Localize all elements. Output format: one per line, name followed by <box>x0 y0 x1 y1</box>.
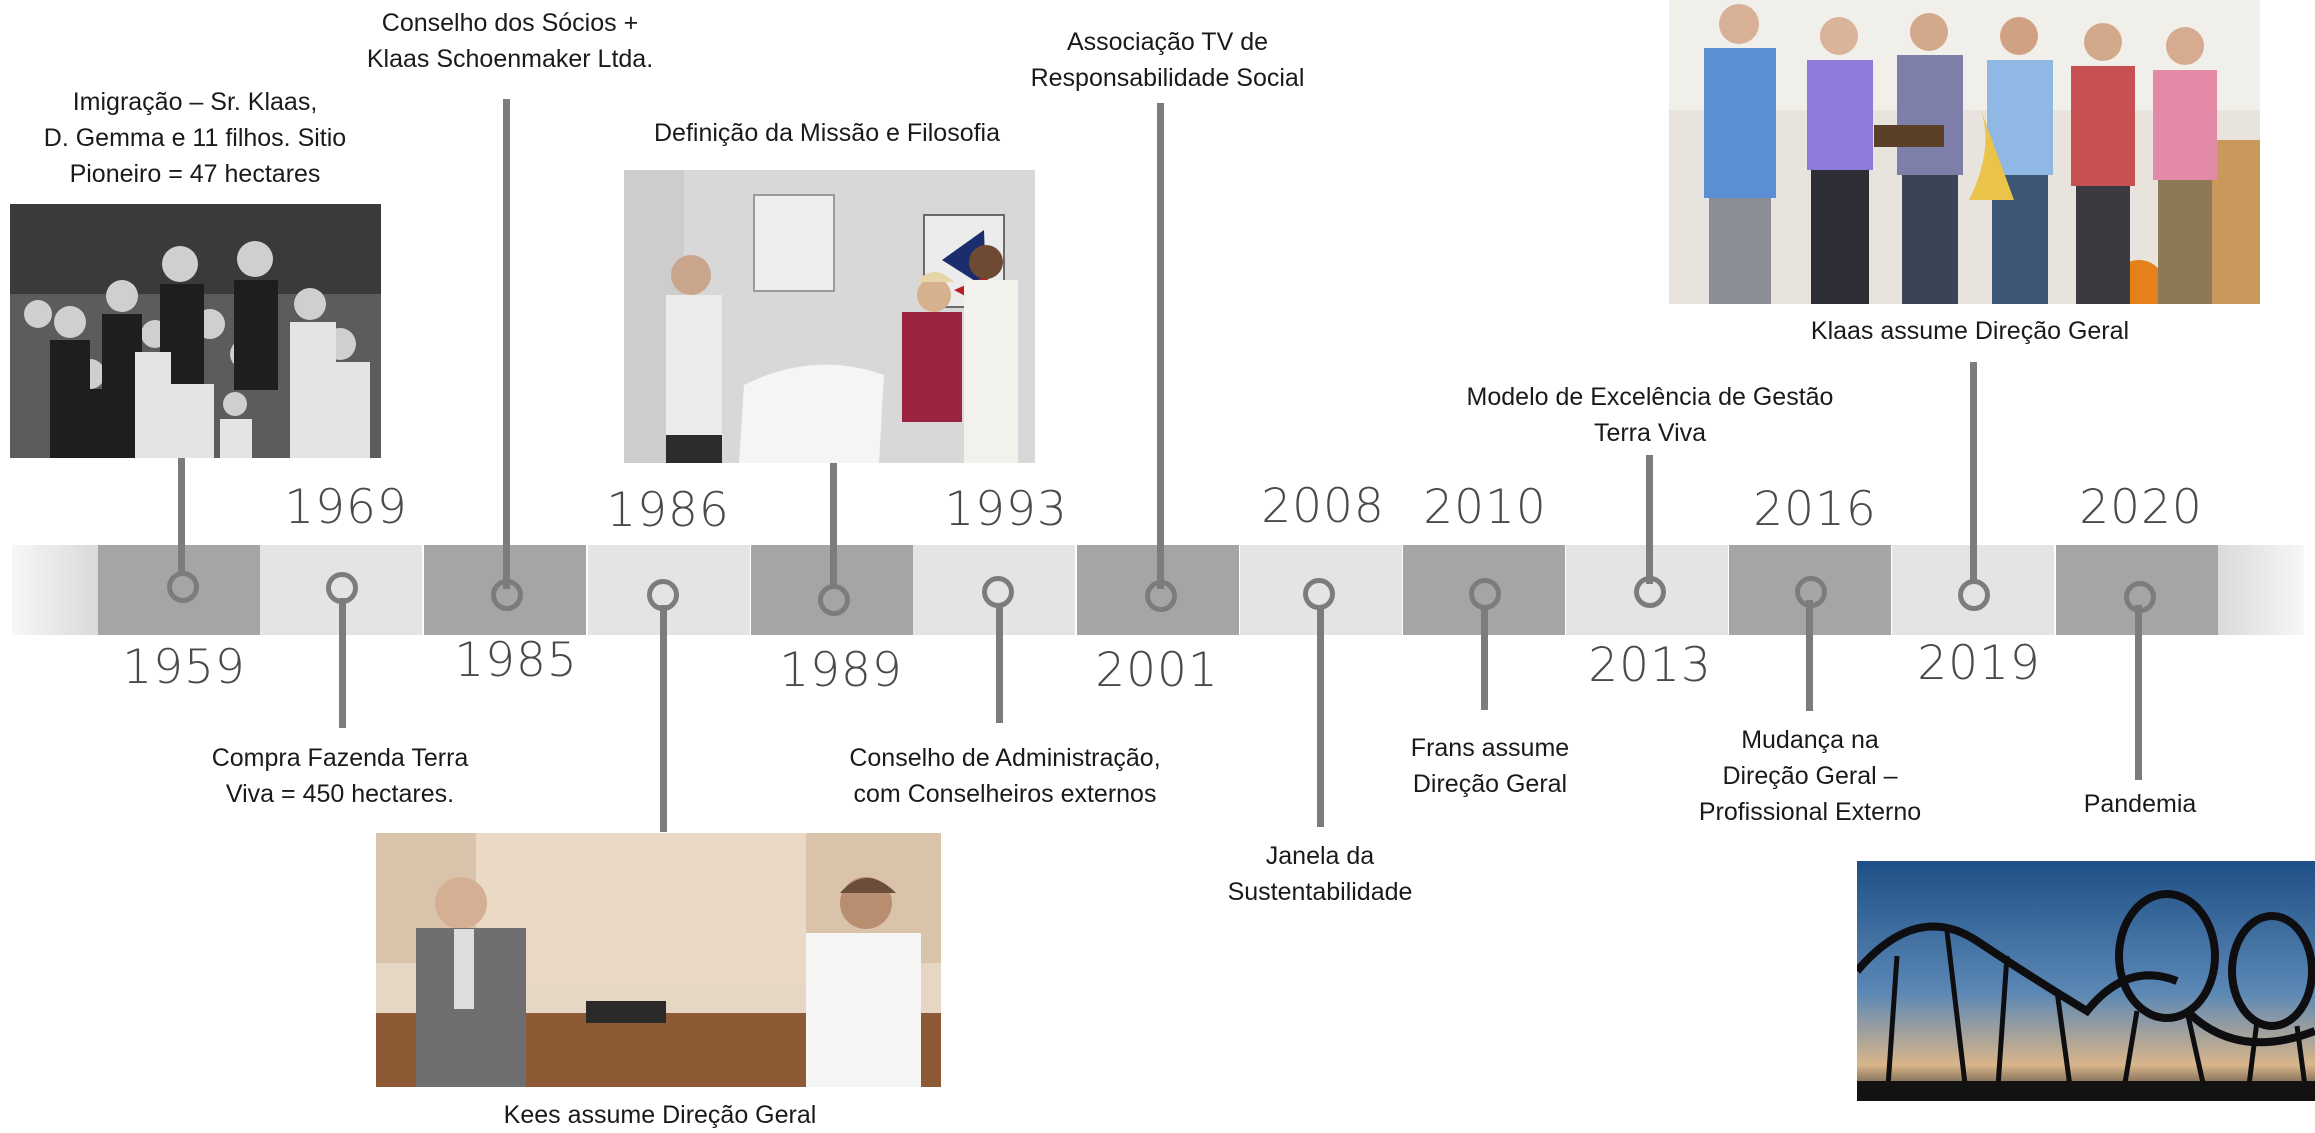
node-1959 <box>167 571 199 603</box>
year-label-1989: 1989 <box>779 643 903 698</box>
year-label-1986: 1986 <box>606 483 730 538</box>
connector-1969 <box>339 598 346 728</box>
connector-1985 <box>503 99 510 589</box>
event-label-1969: Compra Fazenda Terra Viva = 450 hectares… <box>211 744 469 808</box>
year-label-2016: 2016 <box>1753 482 1877 537</box>
node-1993 <box>982 576 1014 608</box>
connector-2001 <box>1157 103 1164 589</box>
event-label-1993: Conselho de Administração, com Conselhei… <box>849 744 1161 808</box>
family-photo-1959 <box>10 204 381 458</box>
year-label-2019: 2019 <box>1917 636 2041 691</box>
connector-1959 <box>178 458 185 576</box>
node-2016 <box>1795 576 1827 608</box>
event-label-1989: Definição da Missão e Filosofia <box>654 119 1000 147</box>
year-label-1985: 1985 <box>454 633 578 688</box>
node-2001 <box>1145 580 1177 612</box>
node-2019 <box>1958 579 1990 611</box>
connector-1993 <box>996 603 1003 723</box>
event-label-1959: Imigração – Sr. Klaas, D. Gemma e 11 fil… <box>43 88 347 188</box>
event-label-2019: Klaas assume Direção Geral <box>1810 317 2130 345</box>
node-2008 <box>1303 578 1335 610</box>
event-label-2020: Pandemia <box>2083 790 2197 818</box>
node-2013 <box>1634 576 1666 608</box>
meeting-photo-1986 <box>376 833 941 1087</box>
connector-2008 <box>1317 607 1324 827</box>
connector-2016 <box>1806 600 1813 711</box>
year-label-1959: 1959 <box>122 640 246 695</box>
year-label-2013: 2013 <box>1588 638 1712 693</box>
event-label-1985: Conselho dos Sócios + Klaas Schoenmaker … <box>366 9 654 73</box>
year-label-1993: 1993 <box>944 482 1068 537</box>
event-label-2016: Mudança na Direção Geral – Profissional … <box>1698 726 1922 826</box>
timeline-band-start <box>12 545 98 635</box>
connector-1989 <box>830 462 837 589</box>
node-1985 <box>491 579 523 611</box>
event-label-2001: Associação TV de Responsabilidade Social <box>1030 28 1305 92</box>
year-label-2010: 2010 <box>1423 480 1547 535</box>
node-1986 <box>647 579 679 611</box>
year-label-2008: 2008 <box>1261 479 1385 534</box>
node-1969 <box>326 572 358 604</box>
event-label-2010: Frans assume Direção Geral <box>1410 734 1570 798</box>
node-1989 <box>818 584 850 616</box>
rollercoaster-photo-2020 <box>1857 861 2315 1101</box>
connector-2019 <box>1970 362 1977 584</box>
event-label-2008: Janela da Sustentabilidade <box>1227 842 1413 906</box>
timeline-band-end <box>2218 545 2304 635</box>
mission-photo-1989 <box>624 170 1035 463</box>
year-label-1969: 1969 <box>284 480 408 535</box>
node-2020 <box>2124 581 2156 613</box>
node-2010 <box>1469 578 1501 610</box>
year-label-2001: 2001 <box>1095 643 1219 698</box>
event-label-1986: Kees assume Direção Geral <box>503 1101 817 1129</box>
connector-2020 <box>2135 605 2142 780</box>
year-label-2020: 2020 <box>2079 480 2203 535</box>
connector-1986 <box>660 605 667 832</box>
group-photo-2019 <box>1669 0 2260 304</box>
connector-2010 <box>1481 605 1488 710</box>
event-label-2013: Modelo de Excelência de Gestão Terra Viv… <box>1466 383 1834 447</box>
connector-2013 <box>1646 455 1653 584</box>
